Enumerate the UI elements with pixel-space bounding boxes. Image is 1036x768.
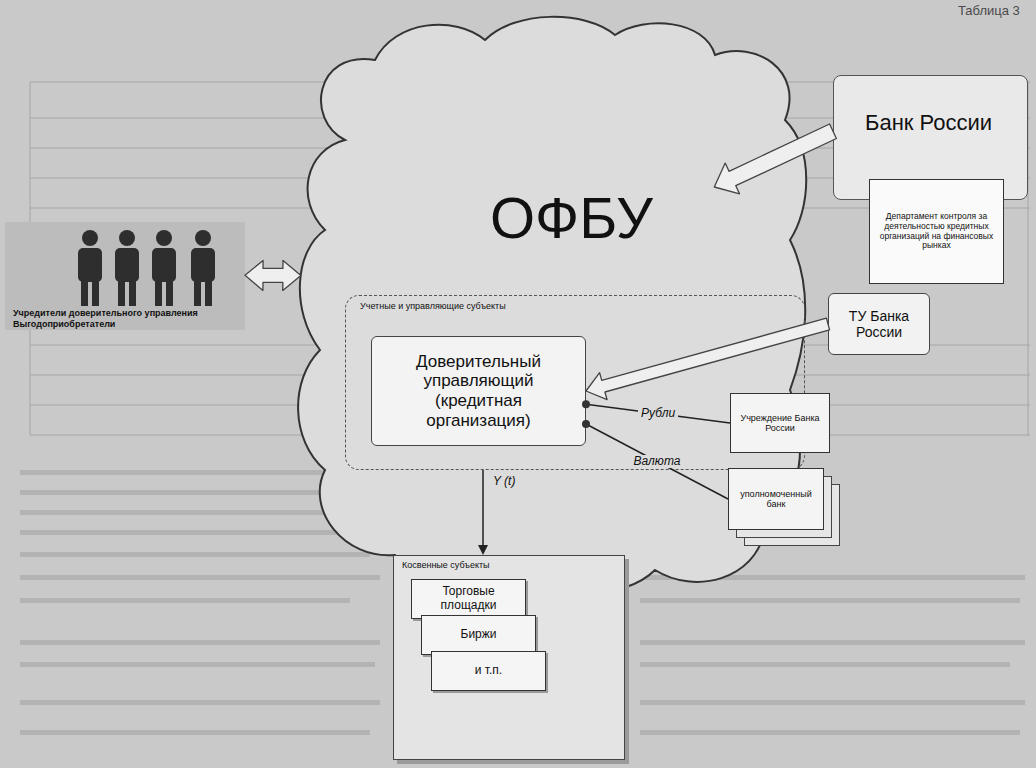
bank-box: Банк РоссииДепартамент контроля за деяте…: [833, 75, 1028, 200]
people-icons: [78, 230, 215, 306]
authorized-bank-box: уполномоченный банк: [728, 468, 824, 530]
connector-line: [586, 404, 730, 423]
block-arrow: [245, 260, 301, 290]
connector: [478, 470, 488, 555]
node-label: Банк России: [834, 110, 1023, 135]
founders-group: Учредители доверительного управленияВыго…: [5, 222, 245, 333]
connector: [582, 400, 730, 423]
edge-label: Y (t): [490, 475, 518, 489]
node-label: Биржи: [461, 628, 497, 642]
founders-panel: [5, 222, 245, 330]
block-arrow-shape: [714, 124, 836, 194]
department-box: Департамент контроля за деятельностью кр…: [869, 179, 1004, 284]
connector-line: [482, 470, 484, 546]
node-label: ОФБУ: [490, 185, 710, 252]
table-caption: Таблица 3: [958, 4, 1020, 19]
edge-label: Валюта: [631, 455, 684, 469]
regional-bank-box: ТУ Банка России: [828, 293, 930, 355]
indirect-group: Косвенные субъектыТорговые площадкиБиржи…: [393, 555, 625, 760]
process-box: Доверительный управляющий (кредитная орг…: [371, 336, 586, 446]
arrow-head: [478, 545, 488, 555]
market-box: Торговые площадки: [411, 579, 526, 619]
connector-line: [586, 424, 728, 499]
connector: [582, 420, 728, 499]
block-arrow-shape: [245, 260, 301, 290]
node-label: ТУ Банка России: [835, 308, 923, 340]
bank-branch-box: Учреждение Банка России: [730, 393, 830, 453]
node-sublabel: Выгодоприобретатели: [13, 319, 241, 329]
connector-dot: [582, 420, 590, 428]
block-arrow: [714, 124, 836, 194]
etc-box: и т.п.: [431, 651, 546, 691]
node-label: уполномоченный банк: [734, 489, 818, 510]
node-label: Учредители доверительного управления: [13, 308, 241, 318]
node-label: Департамент контроля за деятельностью кр…: [876, 212, 997, 251]
block-arrow-shape: [586, 318, 830, 400]
edge-label: Рубли: [638, 407, 678, 421]
block-arrow: [586, 318, 830, 400]
node-label: Косвенные субъекты: [402, 560, 602, 570]
exchange-box: Биржи: [421, 615, 536, 655]
connector-dot: [582, 400, 590, 408]
node-label: Учетные и управляющие субъекты: [360, 301, 660, 311]
node-label: и т.п.: [475, 664, 502, 678]
node-label: Торговые площадки: [416, 585, 521, 613]
node-label: Учреждение Банка России: [736, 413, 824, 434]
node-label: Доверительный управляющий (кредитная орг…: [382, 352, 575, 430]
